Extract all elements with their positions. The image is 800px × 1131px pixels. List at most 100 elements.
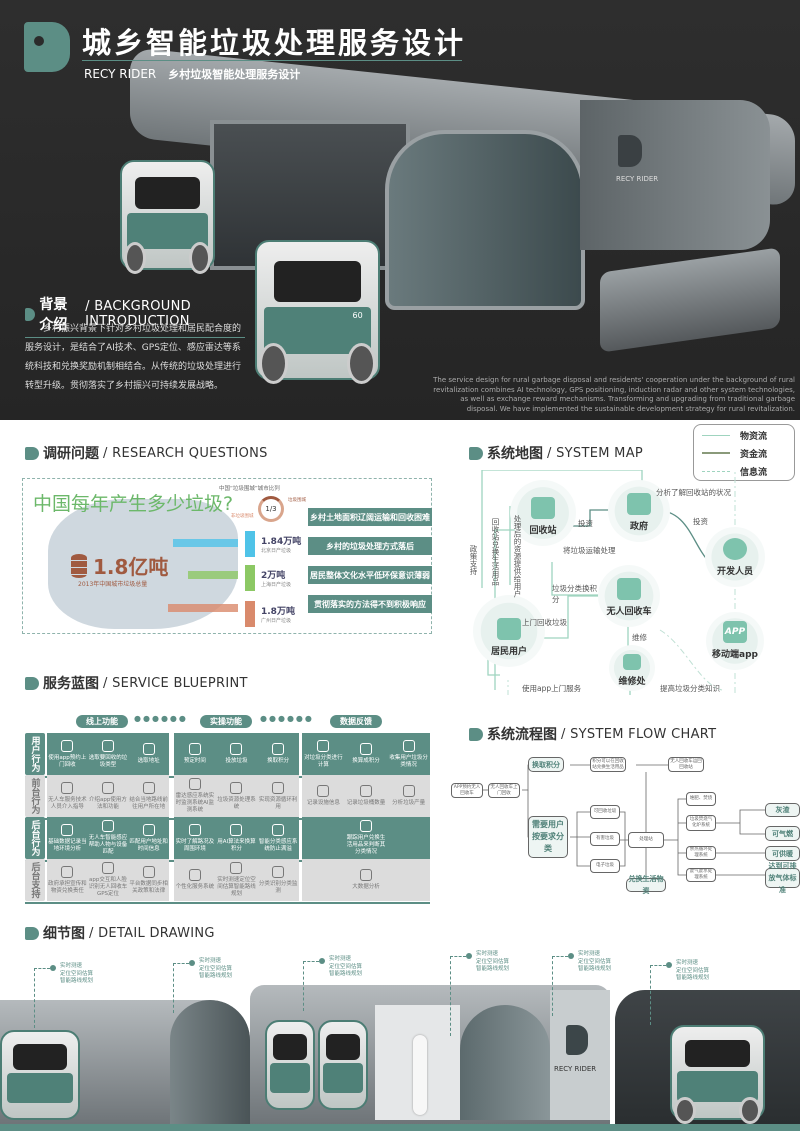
edge-analyze: 分析了解回收站的状况 (656, 488, 731, 497)
flow-step: 有害垃圾 (590, 832, 620, 846)
blueprint-item: 选取要回收的垃圾类型 (88, 740, 128, 769)
blueprint-item: 投放垃圾 (216, 743, 256, 765)
blueprint-cell: 雷达感应系统实时监测系统AI监测系统垃圾资源处理系统实现资源循环利用 (174, 775, 299, 817)
callout-line (650, 965, 666, 1025)
detail-vehicle-left (0, 1030, 80, 1120)
legend-label: 资金流 (740, 449, 768, 460)
node-resident-user[interactable]: 居民用户 (473, 595, 545, 667)
blueprint-cell: 个性化服务系统实时测速定位空间估算智能路线规划分类识别分类监测 (174, 859, 299, 901)
background-text-en: The service design for rural garbage dis… (433, 376, 795, 413)
flow-key-step: 兑换生活物资 (626, 875, 666, 895)
node-repair[interactable]: 维修处 (609, 645, 655, 691)
edge-use-app: 使用app上门服务 (522, 684, 582, 693)
callout-line (173, 963, 189, 1013)
guangzhou-value: 1.8万吨 (261, 607, 295, 617)
detail-vehicle-parked (265, 1020, 315, 1110)
blueprint-item: 雷达感应系统实时监测系统AI监测系统 (175, 778, 215, 814)
blueprint-heading: 服务蓝图/ SERVICE BLUEPRINT (25, 673, 248, 693)
heading-cn: 系统流程图 (487, 727, 557, 743)
total-note: 2013年中国城市垃圾总量 (78, 581, 148, 588)
legend-label: 物资流 (740, 431, 768, 442)
row-label: 后台支持 (25, 859, 45, 901)
edge-policy: 政策支持 (469, 545, 478, 575)
background-heading: 背景介绍/ BACKGROUND INTRODUCTION (25, 294, 245, 338)
column-online: 线上功能 (76, 715, 128, 728)
node-government[interactable]: 政府 (608, 480, 670, 542)
flow-step: 废气废水处理系统 (686, 868, 716, 882)
blueprint-item: 用AI算法来换算积分 (216, 824, 256, 853)
database-icon (71, 554, 87, 578)
callout-line-text: 定位空间估算 (476, 958, 510, 965)
human-figure (413, 1035, 427, 1115)
node-developer[interactable]: 开发人员 (705, 527, 765, 587)
heading-en: / SYSTEM MAP (547, 445, 644, 461)
callout-line-text: 智能路线规划 (578, 966, 612, 972)
callout-line-text: 实时测速 (578, 951, 601, 957)
node-label: 开发人员 (716, 567, 753, 577)
flow-step: 余热循环处理系统 (686, 846, 716, 860)
flow-step: 堆肥、焚烧 (686, 792, 716, 806)
government-building-icon (627, 493, 651, 515)
blueprint-cell: 基础数据记录当地环境分析无人车智能感应帮助人物与设备匹配匹配用户地址和时间信息 (47, 817, 169, 859)
system-map-legend: 物资流 资金流 信息流 (693, 424, 795, 481)
callout-dot (568, 953, 574, 959)
flow-step: 处理站 (628, 832, 664, 848)
node-unmanned-truck[interactable]: 无人回收车 (598, 565, 660, 627)
callout-dot (466, 953, 472, 959)
blueprint-item: 实现资源循环利用 (258, 782, 298, 811)
blueprint-item: 个性化服务系统 (175, 869, 215, 891)
row-label: 后台行为 (25, 817, 45, 859)
detail-exchange-room (375, 1005, 460, 1120)
callout-line-text: 定位空间估算 (676, 967, 710, 974)
blueprint-item: 收集用户垃圾分类情况 (389, 740, 429, 769)
app-icon: APP (723, 621, 747, 643)
title-divider (82, 60, 462, 61)
background-text: 乡村振兴背景下针对乡村垃圾处理和居民配合度的服务设计，是结合了AI技术、GPS定… (25, 324, 242, 391)
callout-line-text: 定位空间估算 (199, 965, 233, 972)
research-panel: 中国每年产生多少垃圾? 1.8亿吨 2013年中国城市垃圾总量 中国“垃圾围城”… (22, 478, 432, 634)
garbage-truck-icon (617, 578, 641, 600)
ratio-label-a: 垃圾围城 (288, 498, 306, 503)
edge-invest-dev: 投资 (693, 517, 708, 526)
callout-line-text: 智能路线规划 (60, 978, 94, 984)
edge-transport: 将垃圾运输处理 (563, 546, 616, 555)
callout-line-text: 实时测速 (60, 963, 83, 969)
heading-en-text: SYSTEM FLOW CHART (570, 726, 717, 742)
callout-line (450, 956, 466, 1036)
blueprint-item: 对垃圾分类进行计算 (303, 740, 343, 769)
blueprint-item: 政府承担宣传和物资兑换责任 (47, 866, 87, 895)
blueprint-cell: 实时了解路况及周围环境用AI算法来换算积分智能分类感应系统防止满溢 (174, 817, 299, 859)
blueprint-item: 记录垃圾桶数量 (346, 785, 386, 807)
detail-vehicle-parked (318, 1020, 368, 1110)
guangzhou-note: 广州日产垃圾 (261, 618, 292, 624)
blueprint-item: 实时了解路况及周围环境 (175, 824, 215, 853)
heading-en-text: DETAIL DRAWING (98, 925, 215, 941)
blueprint-item: 无人车服务技术人员介入指导 (47, 782, 87, 811)
callout-line-text: 定位空间估算 (578, 958, 612, 965)
problem-3: 居民整体文化水平低环保意识薄弱 (308, 566, 432, 584)
recy-rider-logo (24, 22, 70, 72)
heading-en-text: BACKGROUND INTRODUCTION (85, 299, 191, 329)
heading-cn: 调研问题 (43, 446, 99, 462)
arrow-beijing (173, 539, 238, 547)
legend-info: 信息流 (694, 463, 794, 479)
legend-capital: 资金流 (694, 445, 794, 461)
logo-mark-icon (469, 446, 483, 460)
heading-en: / DETAIL DRAWING (89, 925, 215, 941)
shanghai-value: 2万吨 (261, 571, 286, 581)
detail-glass-cabin (460, 1005, 550, 1120)
blueprint-item: 分类识别分类监测 (258, 866, 298, 895)
flow-step: 无人回收车上门回收 (488, 783, 520, 798)
research-heading: 调研问题/ RESEARCH QUESTIONS (25, 443, 268, 463)
callout-line-text: 实时测速 (329, 956, 352, 962)
callout-dot (319, 958, 325, 964)
dots-divider: ●●●●●● (134, 714, 188, 723)
detail-glass-cabin (170, 1000, 250, 1125)
flow-key-step: 达到可排放气体标准 (765, 862, 800, 894)
node-recycle-station[interactable]: 回收站 (510, 480, 576, 546)
blueprint-item: 预定时间 (175, 743, 215, 765)
callout-dot (189, 960, 195, 966)
node-label: 居民用户 (490, 647, 527, 657)
